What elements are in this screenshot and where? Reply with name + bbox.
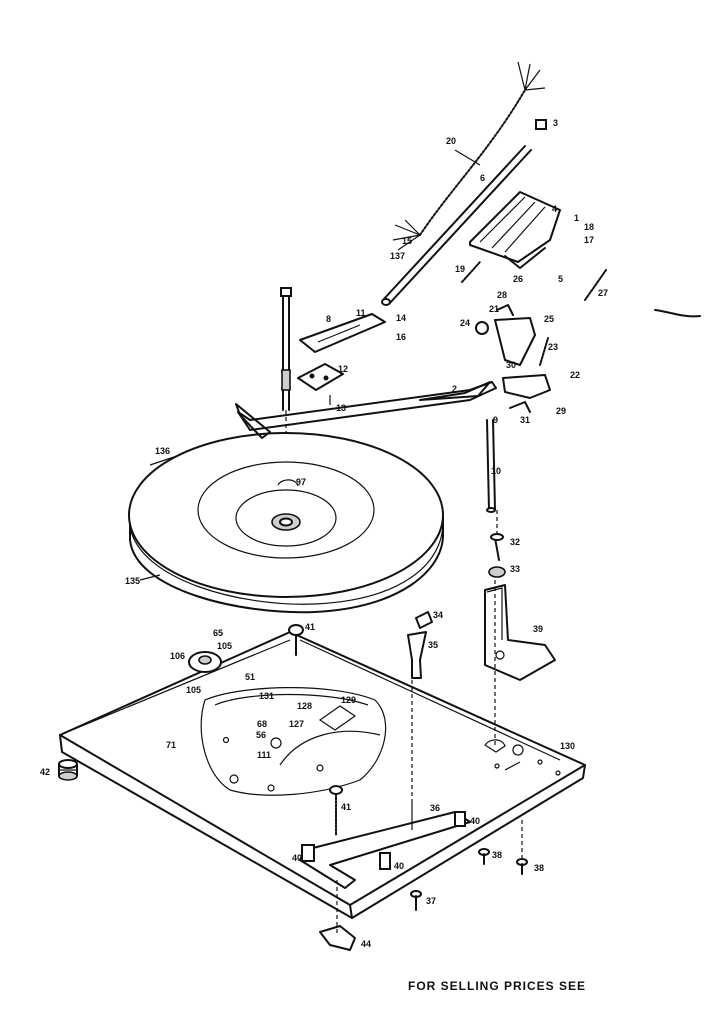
label-68: 68 [257, 719, 267, 729]
label-65: 65 [213, 628, 223, 638]
label-10: 10 [491, 466, 501, 476]
label-32: 32 [510, 537, 520, 547]
base-screws [410, 848, 528, 911]
rubber-foot [58, 759, 78, 781]
label-19: 19 [455, 264, 465, 274]
base-plate [59, 631, 586, 919]
label-105a: 105 [217, 641, 232, 651]
label-30: 30 [506, 360, 516, 370]
label-27: 27 [598, 288, 608, 298]
scan-mark [654, 309, 701, 318]
label-26: 26 [513, 274, 523, 284]
label-129: 129 [341, 695, 356, 705]
label-9: 9 [493, 415, 498, 425]
label-25: 25 [544, 314, 554, 324]
label-131: 131 [259, 691, 274, 701]
label-97: 97 [296, 477, 306, 487]
label-28: 28 [497, 290, 507, 300]
cue-lever [297, 313, 386, 405]
label-3: 3 [553, 118, 558, 128]
label-1: 1 [574, 213, 579, 223]
label-33: 33 [510, 564, 520, 574]
label-20: 20 [446, 136, 456, 146]
label-39: 39 [533, 624, 543, 634]
label-105b: 105 [186, 685, 201, 695]
label-34: 34 [433, 610, 443, 620]
idler-pulley [188, 651, 222, 673]
screw-upper [288, 624, 304, 656]
label-44: 44 [361, 939, 371, 949]
label-128: 128 [297, 701, 312, 711]
label-40c: 40 [394, 861, 404, 871]
springs [461, 261, 607, 366]
label-35: 35 [428, 640, 438, 650]
label-37: 37 [426, 896, 436, 906]
label-71: 71 [166, 740, 176, 750]
label-8: 8 [326, 314, 331, 324]
label-31: 31 [520, 415, 530, 425]
turntable-platter [128, 432, 444, 614]
label-136: 136 [155, 446, 170, 456]
label-38a: 38 [492, 850, 502, 860]
label-12: 12 [338, 364, 348, 374]
label-17: 17 [584, 235, 594, 245]
label-6: 6 [480, 173, 485, 183]
cartridge-housing [469, 191, 561, 269]
label-24: 24 [460, 318, 470, 328]
label-5: 5 [558, 274, 563, 284]
label-137: 137 [390, 251, 405, 261]
label-41a: 41 [305, 622, 315, 632]
label-130: 130 [560, 741, 575, 751]
label-51: 51 [245, 672, 255, 682]
label-42: 42 [40, 767, 50, 777]
part-labels: 1 2 3 4 5 6 8 9 10 11 12 13 14 15 16 17 … [40, 118, 608, 949]
support-post [407, 611, 433, 679]
label-29: 29 [556, 406, 566, 416]
label-38b: 38 [534, 863, 544, 873]
screw-nut [488, 533, 506, 578]
mounting-bracket [299, 800, 471, 889]
label-41b: 41 [341, 802, 351, 812]
label-135: 135 [125, 576, 140, 586]
label-40a: 40 [470, 816, 480, 826]
leader-lines [139, 149, 481, 581]
label-111: 111 [257, 750, 271, 760]
label-23: 23 [548, 342, 558, 352]
label-127: 127 [289, 719, 304, 729]
spindle-rod [280, 287, 292, 411]
label-22: 22 [570, 370, 580, 380]
lift-bracket [484, 584, 556, 681]
label-106: 106 [170, 651, 185, 661]
label-4: 4 [552, 204, 557, 214]
label-56: 56 [256, 730, 266, 740]
label-18: 18 [584, 222, 594, 232]
tone-arm [235, 381, 497, 439]
footer-text: FOR SELLING PRICES SEE [408, 979, 586, 993]
label-2: 2 [452, 384, 457, 394]
label-21: 21 [489, 304, 499, 314]
label-11: 11 [356, 308, 366, 318]
signal-cable [392, 61, 546, 251]
label-15: 15 [402, 236, 412, 246]
label-14: 14 [396, 313, 406, 323]
lever-clip [319, 925, 356, 951]
screw-lower [329, 785, 343, 836]
label-16: 16 [396, 332, 406, 342]
label-40b: 40 [292, 853, 302, 863]
pipe-rod [381, 145, 532, 306]
label-36: 36 [430, 803, 440, 813]
arm-base-assembly [475, 304, 551, 413]
label-13: 13 [336, 403, 346, 413]
end-cap [535, 119, 547, 130]
lift-shaft [486, 419, 496, 513]
